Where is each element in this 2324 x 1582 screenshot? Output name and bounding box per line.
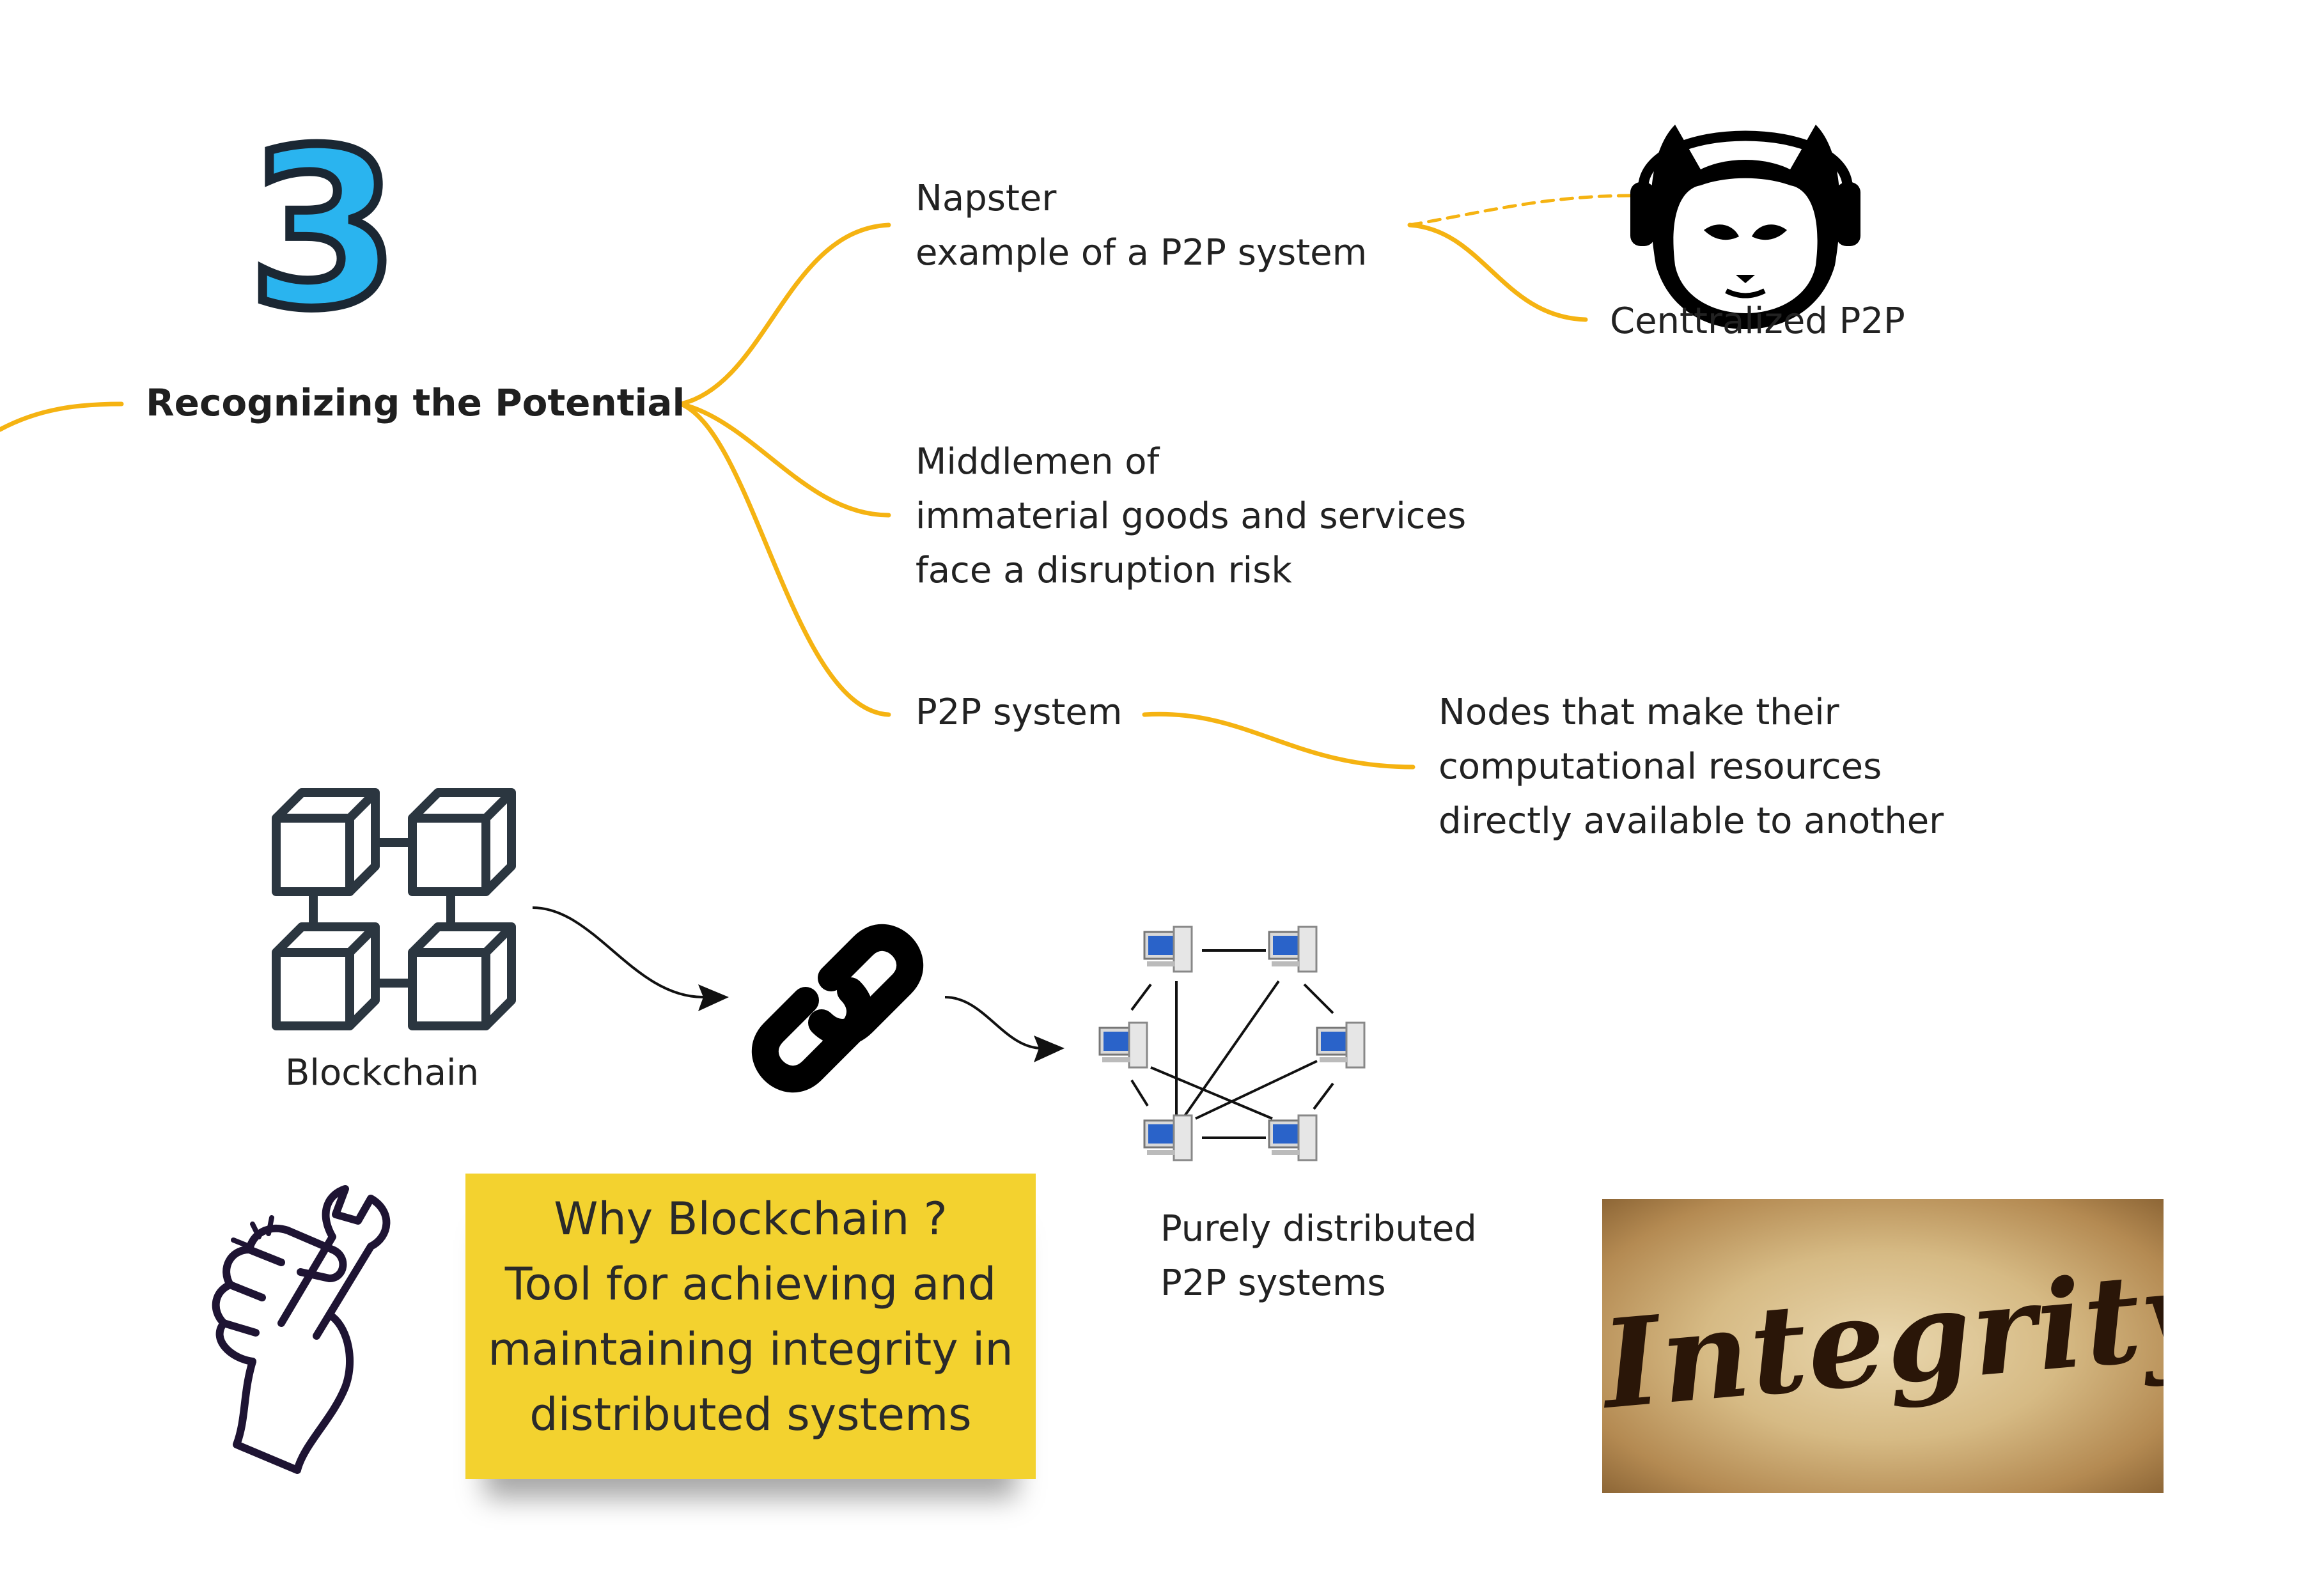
nodes-line-3: directly available to another: [1439, 800, 1944, 842]
sticky-line-3: maintaining integrity in: [488, 1323, 1013, 1376]
connector-centralized: [1407, 222, 1588, 322]
arrowhead-2: [1034, 1035, 1065, 1062]
nodes-line-1: Nodes that make their: [1439, 692, 1839, 733]
sticky-note: Why Blockchain ? Tool for achieving and …: [465, 1174, 1036, 1479]
centralized-p2p-label: Centtralized P2P: [1610, 300, 1905, 342]
connector-p2p: [678, 401, 891, 717]
arrowhead-1: [698, 984, 729, 1011]
arrow-blockchain-to-link: [532, 906, 704, 998]
connector-dashed-napster-logo: [1408, 194, 1635, 227]
napster-line-1: Napster: [916, 178, 1057, 219]
computer-nodes: [1098, 926, 1366, 1161]
napster-node: Napster example of a P2P system: [916, 171, 1367, 280]
middlemen-line-3: face a disruption risk: [916, 550, 1292, 591]
connector-middlemen: [678, 401, 891, 518]
middlemen-node: Middlemen of immaterial goods and servic…: [916, 435, 1466, 598]
sticky-line-2: Tool for achieving and: [504, 1258, 997, 1310]
sticky-line-4: distributed systems: [529, 1388, 972, 1441]
connector-nodes: [1142, 711, 1415, 770]
sticky-line-1: Why Blockchain ?: [554, 1193, 948, 1245]
number-three-icon: 3: [244, 104, 404, 357]
nodes-description: Nodes that make their computational reso…: [1439, 685, 1944, 848]
napster-line-2: example of a P2P system: [916, 232, 1368, 274]
distributed-line-1: Purely distributed: [1160, 1208, 1477, 1250]
middlemen-line-1: Middlemen of: [916, 441, 1160, 483]
arrow-link-to-network: [944, 996, 1043, 1050]
integrity-image: Integrity: [1602, 1199, 2164, 1493]
central-topic: Recognizing the Potential: [146, 381, 685, 424]
connector-napster: [678, 222, 891, 407]
middlemen-line-2: immaterial goods and services: [916, 495, 1467, 537]
nodes-line-2: computational resources: [1439, 746, 1882, 787]
distributed-label: Purely distributed P2P systems: [1160, 1202, 1477, 1310]
blockchain-label: Blockchain: [285, 1052, 480, 1094]
p2p-system-node: P2P system: [916, 692, 1123, 733]
connector-incoming: [0, 401, 124, 432]
distributed-line-2: P2P systems: [1160, 1262, 1386, 1304]
integrity-word: Integrity: [1602, 1241, 2164, 1436]
